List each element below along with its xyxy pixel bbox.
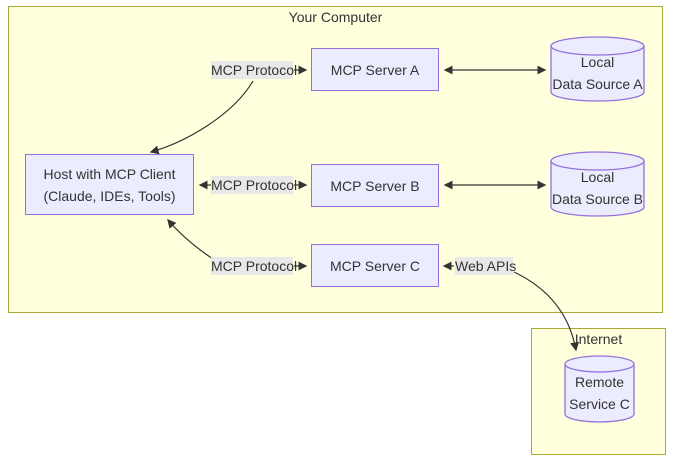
- local-data-source-a-line2: Data Source A: [552, 76, 643, 92]
- edge-label-web-apis: Web APIs: [455, 257, 517, 275]
- cylinder-shape: [550, 151, 645, 217]
- node-mcp-server-c-label: MCP Server C: [330, 257, 420, 274]
- edge-label-mcp-protocol-b: MCP Protocol: [211, 176, 298, 194]
- local-data-source-b-line1: Local: [580, 169, 615, 185]
- local-data-source-a-line1: Local: [580, 54, 615, 70]
- node-host-with-mcp-client: Host with MCP Client (Claude, IDEs, Tool…: [25, 154, 194, 215]
- node-mcp-server-a-label: MCP Server A: [330, 61, 420, 78]
- node-host-line1: Host with MCP Client: [43, 165, 176, 182]
- remote-service-c-line1: Remote: [574, 373, 625, 390]
- remote-service-c-line2: Service C: [569, 395, 630, 412]
- node-remote-service-c: Remote Service C: [564, 355, 635, 423]
- group-internet: Internet: [531, 328, 666, 455]
- edge-label-mcp-protocol-c: MCP Protocol: [211, 257, 298, 275]
- group-internet-label: Internet: [574, 331, 623, 347]
- local-data-source-b-line2: Data Source B: [551, 191, 644, 207]
- edge-host-to-label-a: [149, 80, 254, 155]
- edge-label-mcp-protocol-a: MCP Protocol: [211, 61, 298, 79]
- cylinder-shape: [564, 355, 635, 423]
- node-mcp-server-b-label: MCP Server B: [330, 177, 420, 194]
- node-local-data-source-a: Local Data Source A: [550, 36, 645, 103]
- node-host-line2: (Claude, IDEs, Tools): [43, 187, 176, 204]
- edge-label-c-to-host: [167, 218, 214, 260]
- cylinder-shape: [550, 36, 645, 102]
- edge-web-apis-to-remote-service: [513, 271, 580, 352]
- node-mcp-server-c: MCP Server C: [311, 244, 439, 287]
- node-local-data-source-b: Local Data Source B: [550, 151, 645, 218]
- node-mcp-server-b: MCP Server B: [311, 164, 439, 207]
- group-your-computer-label: Your Computer: [288, 9, 383, 25]
- node-mcp-server-a: MCP Server A: [311, 48, 439, 91]
